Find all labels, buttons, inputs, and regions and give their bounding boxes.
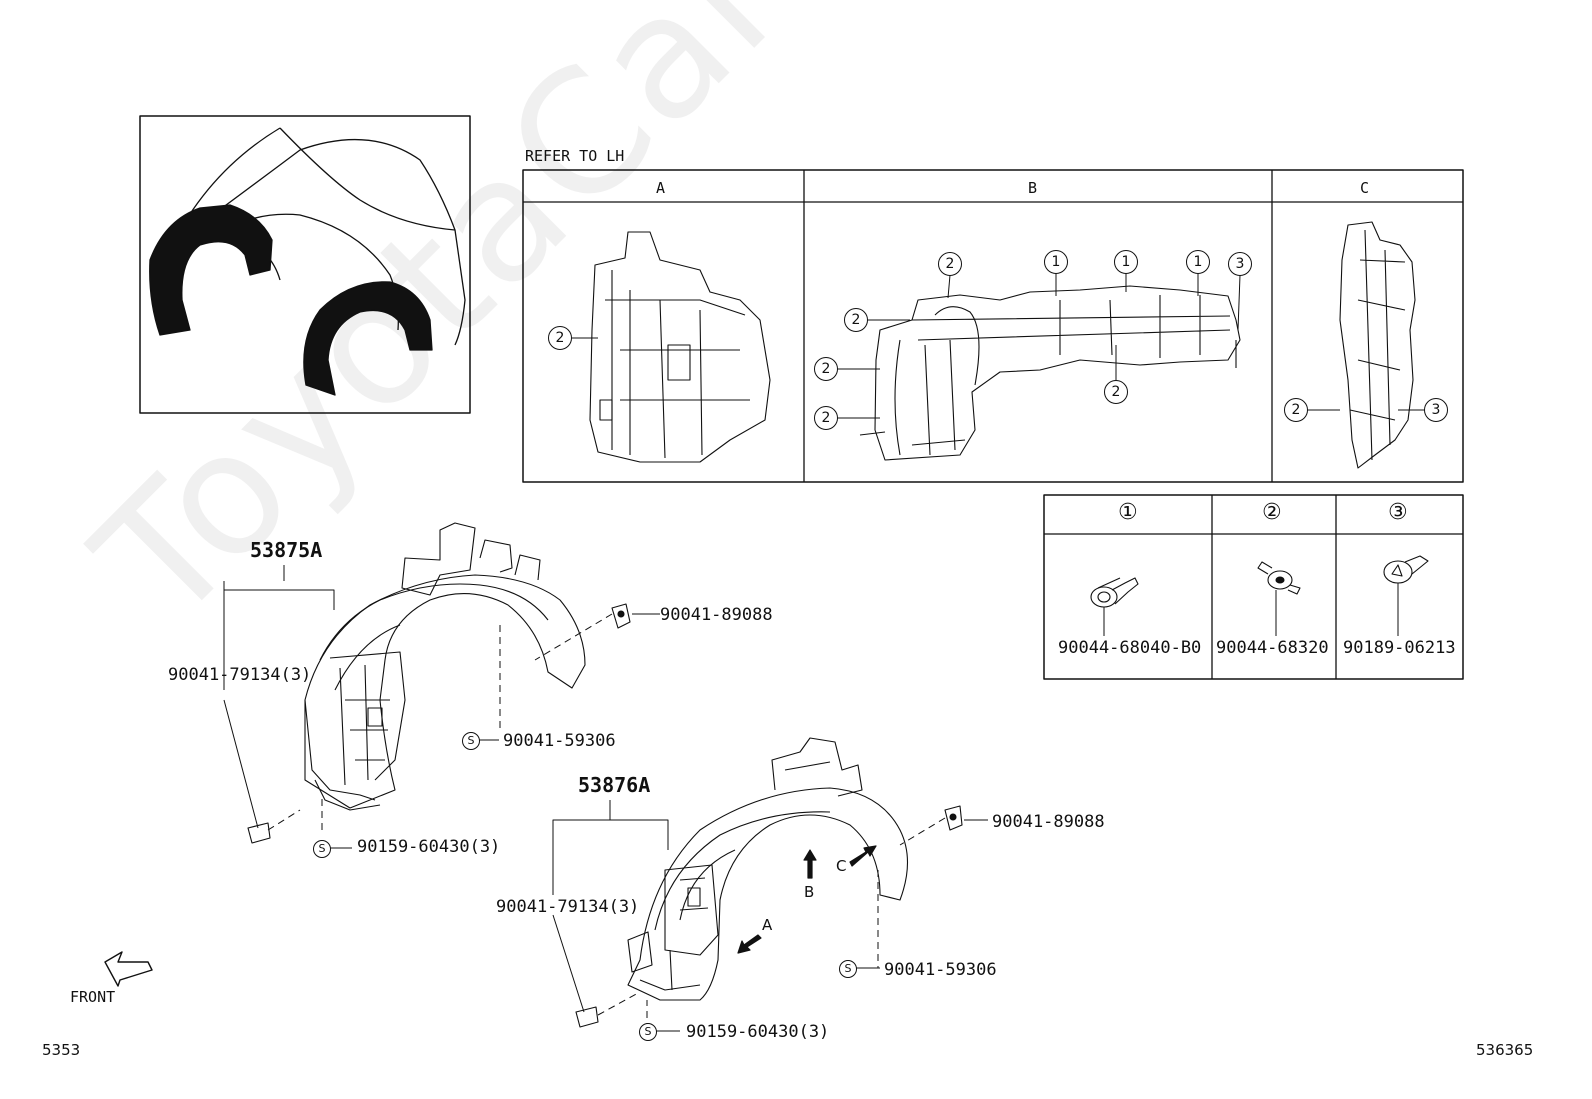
callout-2-view-b-left2: 2 bbox=[814, 357, 838, 381]
u-clip-upper bbox=[611, 603, 631, 629]
fastener-header-3: ③ bbox=[1388, 500, 1408, 525]
view-arrows bbox=[737, 845, 877, 954]
s-mark-upper-bottom: S bbox=[313, 840, 331, 858]
vehicle-overview bbox=[139, 115, 471, 414]
fastener-part-2: 90044-68320 bbox=[1216, 638, 1329, 658]
view-b-header: B bbox=[1028, 179, 1038, 197]
clip-2-drawing bbox=[1257, 561, 1301, 595]
view-a-sketch bbox=[589, 231, 771, 463]
nut-upper-bottom bbox=[247, 822, 271, 844]
s-mark-upper-mid: S bbox=[462, 732, 480, 750]
fastener-leaders bbox=[1103, 583, 1399, 636]
clip-3-drawing bbox=[1383, 555, 1429, 584]
fastener-header-2: ② bbox=[1262, 500, 1282, 525]
part-label-53876a: 53876A bbox=[578, 773, 651, 797]
view-a-header: A bbox=[656, 179, 666, 197]
part-label-upper-screw-mid: 90041-59306 bbox=[503, 731, 616, 751]
part-label-lower-screw-bottom: 90159-60430(3) bbox=[686, 1022, 830, 1042]
s-mark-lower-bottom: S bbox=[639, 1023, 657, 1041]
part-label-lower-screw-mid: 90041-59306 bbox=[884, 960, 997, 980]
front-label: FRONT bbox=[70, 988, 116, 1006]
part-label-upper-screw-bottom: 90159-60430(3) bbox=[357, 837, 501, 857]
part-label-53875a: 53875A bbox=[250, 538, 323, 562]
callout-2-view-b-left3: 2 bbox=[814, 406, 838, 430]
arrow-label-b: B bbox=[804, 883, 815, 901]
view-c-sketch bbox=[1339, 221, 1416, 469]
fastener-header-1: ① bbox=[1118, 500, 1138, 525]
view-b-sketch bbox=[859, 285, 1241, 461]
callout-2-view-a: 2 bbox=[548, 326, 572, 350]
page-code-right: 536365 bbox=[1476, 1041, 1534, 1059]
clip-1-drawing bbox=[1090, 577, 1139, 608]
fastener-table bbox=[1043, 494, 1464, 680]
refer-label: REFER TO LH bbox=[525, 147, 625, 165]
callout-3-view-b: 3 bbox=[1228, 252, 1252, 276]
part-label-lower-u-clip: 90041-89088 bbox=[992, 812, 1105, 832]
upper-liner-drawing bbox=[304, 522, 586, 811]
view-c-header: C bbox=[1360, 179, 1370, 197]
lower-leaders bbox=[552, 800, 988, 1032]
callout-3-view-c: 3 bbox=[1424, 398, 1448, 422]
lower-liner-drawing bbox=[627, 737, 908, 1001]
fastener-part-1: 90044-68040-B0 bbox=[1058, 638, 1202, 658]
reference-leaders bbox=[572, 273, 1425, 419]
callout-2-view-b-top: 2 bbox=[938, 252, 962, 276]
arrow-label-a: A bbox=[762, 916, 773, 934]
part-label-lower-screw-left: 90041-79134(3) bbox=[496, 897, 640, 917]
page-code-left: 5353 bbox=[42, 1041, 81, 1059]
arrow-label-c: C bbox=[836, 857, 847, 875]
callout-1-view-b-b: 1 bbox=[1114, 250, 1138, 274]
u-clip-lower bbox=[944, 805, 963, 831]
callout-1-view-b-a: 1 bbox=[1044, 250, 1068, 274]
fastener-part-3: 90189-06213 bbox=[1343, 638, 1456, 658]
part-label-upper-u-clip: 90041-89088 bbox=[660, 605, 773, 625]
reference-table bbox=[522, 169, 1464, 483]
front-arrow-icon bbox=[104, 951, 153, 987]
callout-2-view-b-left1: 2 bbox=[844, 308, 868, 332]
upper-leaders bbox=[223, 565, 660, 849]
part-label-upper-screw-left: 90041-79134(3) bbox=[168, 665, 312, 685]
nut-lower-bottom bbox=[575, 1006, 599, 1028]
s-mark-lower-mid: S bbox=[839, 960, 857, 978]
callout-2-view-b-bottom: 2 bbox=[1104, 380, 1128, 404]
callout-1-view-b-c: 1 bbox=[1186, 250, 1210, 274]
callout-2-view-c: 2 bbox=[1284, 398, 1308, 422]
